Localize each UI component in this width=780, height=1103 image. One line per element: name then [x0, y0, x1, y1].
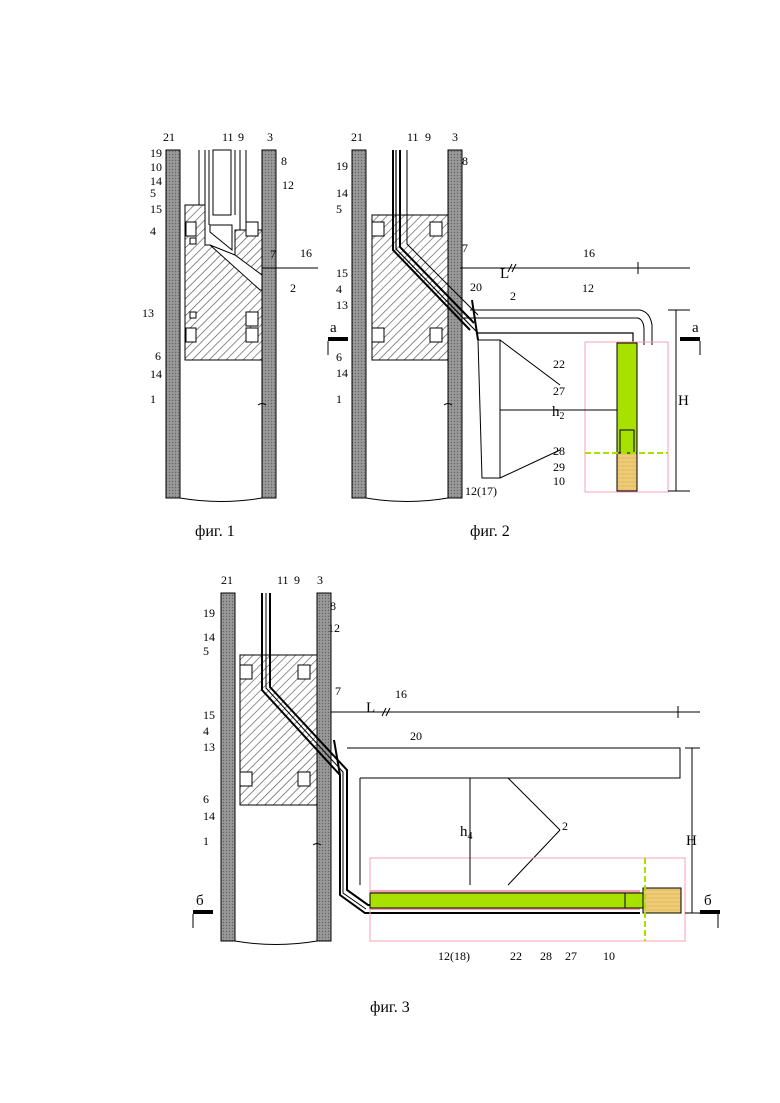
dim-h-fig-3: h4	[460, 824, 473, 842]
caption-fig-1: фиг. 1	[195, 523, 235, 540]
callout-label: 14	[336, 186, 348, 200]
callout-label: 14	[203, 630, 215, 644]
callout-label: 1	[150, 392, 156, 406]
callout-label: 22	[510, 949, 522, 963]
callout-label: 3	[317, 573, 323, 587]
callout-label: 2	[290, 281, 296, 295]
callout-label: 19	[203, 606, 215, 620]
callout-label: 1	[203, 834, 209, 848]
callout-label: 10	[553, 474, 565, 488]
callout-label: 20	[470, 280, 482, 294]
callout-label: 19	[150, 146, 162, 160]
callout-label: 12(17)	[465, 484, 497, 498]
callout-label: 6	[155, 349, 161, 363]
callout-label: 21	[163, 130, 175, 144]
callout-label: 8	[330, 599, 336, 613]
callout-label: 21	[221, 573, 233, 587]
callout-label: 13	[336, 298, 348, 312]
figure-3	[193, 593, 720, 945]
callout-label: 12(18)	[438, 949, 470, 963]
dim-L-fig-3: L	[366, 700, 375, 716]
section-mark-left-fig-2: а	[330, 320, 337, 336]
figure-2	[328, 150, 700, 502]
callout-label: 8	[281, 154, 287, 168]
callout-label: 19	[336, 159, 348, 173]
callout-label: 5	[150, 186, 156, 200]
callout-label: 7	[335, 684, 341, 698]
callout-label: 5	[203, 644, 209, 658]
callout-label: 12	[582, 281, 594, 295]
callout-label: 14	[336, 366, 348, 380]
callout-label: 1	[336, 392, 342, 406]
callout-label: 16	[583, 246, 595, 260]
callout-label: 13	[203, 740, 215, 754]
callout-label: 22	[553, 357, 565, 371]
callout-label: 11	[222, 130, 234, 144]
callout-label: 9	[294, 573, 300, 587]
callout-label: 11	[407, 130, 419, 144]
callout-label: 4	[150, 224, 156, 238]
callout-label: 12	[282, 178, 294, 192]
callout-label: 27	[553, 384, 565, 398]
section-mark-right-fig-2: а	[692, 320, 699, 336]
callout-label: 14	[203, 809, 215, 823]
callout-label: 10	[150, 160, 162, 174]
callout-label: 20	[410, 729, 422, 743]
callout-label: 4	[336, 282, 342, 296]
callout-label: 6	[336, 350, 342, 364]
callout-label: 16	[395, 687, 407, 701]
callout-label: 4	[203, 724, 209, 738]
callout-label: 11	[277, 573, 289, 587]
callout-label: 3	[267, 130, 273, 144]
callout-label: 15	[336, 266, 348, 280]
callout-label: 15	[150, 202, 162, 216]
caption-fig-2: фиг. 2	[470, 523, 510, 540]
callout-label: 2	[562, 819, 568, 833]
callout-label: 13	[142, 306, 154, 320]
callout-label: 27	[565, 949, 577, 963]
section-mark-left-fig-3: б	[196, 893, 204, 909]
caption-fig-3: фиг. 3	[370, 999, 410, 1016]
callout-label: 12	[328, 621, 340, 635]
callout-label: 14	[150, 367, 162, 381]
callout-label: 9	[425, 130, 431, 144]
dim-h-fig-2: h2	[552, 404, 565, 422]
dim-H-fig-2: H	[678, 393, 689, 409]
callout-label: 5	[336, 202, 342, 216]
dim-H-fig-3: H	[686, 833, 697, 849]
callout-label: 9	[238, 130, 244, 144]
callout-label: 7	[462, 241, 468, 255]
callout-label: 7	[270, 247, 276, 261]
callout-label: 15	[203, 708, 215, 722]
section-mark-right-fig-3: б	[704, 893, 712, 909]
callout-label: 28	[540, 949, 552, 963]
callout-label: 28	[553, 444, 565, 458]
callout-label: 21	[351, 130, 363, 144]
callout-label: 16	[300, 246, 312, 260]
callout-label: 3	[452, 130, 458, 144]
figure-1	[166, 150, 318, 502]
callout-label: 6	[203, 792, 209, 806]
callout-label: 10	[603, 949, 615, 963]
callout-label: 29	[553, 460, 565, 474]
callout-label: 8	[462, 154, 468, 168]
callout-label: 2	[510, 289, 516, 303]
dim-L-fig-2: L	[500, 266, 509, 282]
